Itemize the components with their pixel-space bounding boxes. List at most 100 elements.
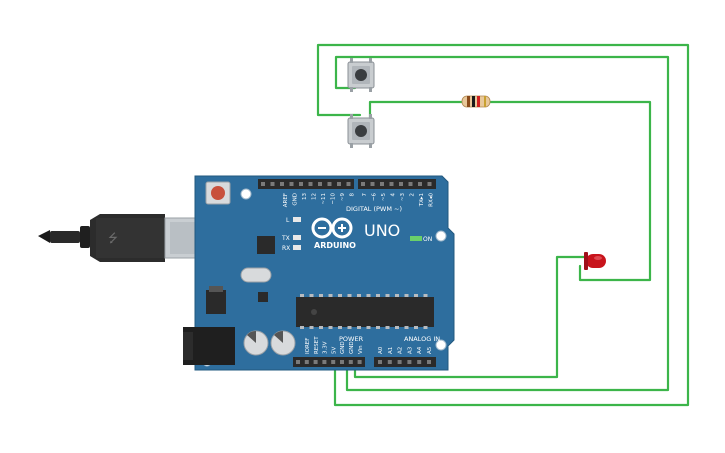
resistor[interactable] [461, 95, 491, 108]
pin-label: AREF [283, 193, 289, 207]
pin-label: A1 [388, 347, 394, 354]
l-led-label: L [286, 217, 290, 224]
pin-label: 13 [302, 193, 308, 200]
usb-chip [257, 236, 275, 254]
pin-hole[interactable] [348, 360, 353, 364]
pin-label: 3.3V [323, 341, 329, 354]
digital-label: DIGITAL (PWM ~) [346, 205, 402, 213]
pin-hole[interactable] [427, 182, 432, 186]
pushbutton-top[interactable] [347, 58, 375, 92]
voltage-regulator [206, 290, 226, 314]
pin-hole[interactable] [407, 360, 412, 364]
pin-hole[interactable] [417, 360, 422, 364]
pin-label: GND [340, 341, 346, 354]
pin-hole[interactable] [378, 360, 382, 364]
pin-hole[interactable] [361, 182, 365, 186]
pin-hole[interactable] [418, 182, 422, 186]
pin-label: A2 [398, 347, 404, 354]
pin-hole[interactable] [280, 182, 284, 186]
pin-hole[interactable] [380, 182, 384, 186]
pin-hole[interactable] [357, 360, 362, 364]
power-header[interactable] [293, 357, 365, 367]
arduino-logo-icon [311, 217, 353, 239]
on-led [410, 236, 422, 241]
wire-gnd-to-led[interactable] [353, 255, 587, 379]
rx-led-label: RX [282, 245, 290, 252]
usb-symbol-icon: ⭍ [108, 231, 118, 245]
pin-hole[interactable] [322, 360, 327, 364]
pin-hole[interactable] [370, 182, 375, 186]
wire-resistor-to-led[interactable] [488, 100, 652, 282]
model-label: UNO [364, 221, 400, 240]
dc-power-jack [183, 327, 235, 365]
pin-hole[interactable] [299, 182, 303, 186]
power-label: POWER [339, 335, 364, 343]
pin-hole[interactable] [327, 182, 332, 186]
reset-button[interactable] [205, 181, 231, 205]
pin-label: TX▸1 [419, 193, 425, 207]
on-led-label: ON [423, 236, 432, 243]
small-chip [258, 292, 268, 302]
pin-hole[interactable] [337, 182, 341, 186]
pin-hole[interactable] [387, 360, 392, 364]
pin-hole[interactable] [399, 182, 403, 186]
atmega-chip [296, 294, 434, 329]
capacitor [270, 330, 296, 356]
pin-label: 8 [350, 193, 356, 197]
pin-label: GND [293, 193, 299, 206]
pin-label: 4 [391, 193, 397, 197]
pin-hole[interactable] [340, 360, 344, 364]
pin-hole[interactable] [304, 360, 309, 364]
pin-label: A5 [427, 346, 433, 354]
pin-hole[interactable] [427, 360, 431, 364]
pushbutton-bottom[interactable] [347, 114, 375, 148]
digital-header[interactable] [258, 179, 436, 189]
pin-hole[interactable] [389, 182, 394, 186]
pin-label: 5V [331, 347, 337, 354]
pin-label: ~3 [400, 193, 406, 202]
mounting-hole [435, 230, 447, 242]
pin-label: ~11 [321, 193, 327, 205]
pin-label: ~5 [381, 193, 387, 202]
pin-hole[interactable] [408, 182, 413, 186]
pin-hole[interactable] [296, 360, 300, 364]
wire-gnd-to-button-loop[interactable] [334, 55, 670, 392]
pin-label: Vin [358, 345, 364, 354]
pin-label: ~6 [372, 193, 378, 202]
rx-led [293, 245, 301, 250]
pin-label: ~10 [331, 193, 337, 205]
mounting-hole [435, 339, 447, 351]
pin-label: A4 [417, 346, 423, 354]
red-led[interactable] [584, 252, 606, 270]
wire-button-to-resistor[interactable] [368, 100, 466, 122]
pin-hole[interactable] [261, 182, 265, 186]
pin-hole[interactable] [397, 360, 402, 364]
pin-hole[interactable] [308, 182, 313, 186]
tx-led-label: TX [281, 235, 290, 242]
pin-label: RX◂0 [429, 193, 435, 207]
analog-label: ANALOG IN [404, 335, 440, 343]
pin-hole[interactable] [270, 182, 275, 186]
analog-header[interactable] [374, 357, 436, 367]
pin-hole[interactable] [318, 182, 322, 186]
mounting-hole [240, 188, 252, 200]
pin-hole[interactable] [331, 360, 336, 364]
tx-led [293, 235, 301, 240]
pin-label: ~9 [340, 193, 346, 202]
pin-label: GND [349, 341, 355, 354]
pin-hole[interactable] [313, 360, 318, 364]
pin-label: 7 [362, 193, 368, 197]
pin-hole[interactable] [289, 182, 294, 186]
wire-5v-to-button[interactable] [316, 43, 690, 407]
brand-label: ARDUINO [314, 241, 356, 250]
pin-label: 2 [410, 193, 416, 197]
pin-hole[interactable] [346, 182, 351, 186]
l-led [293, 217, 301, 222]
pin-label: IOREF [305, 338, 311, 354]
pin-label: A3 [407, 346, 413, 354]
